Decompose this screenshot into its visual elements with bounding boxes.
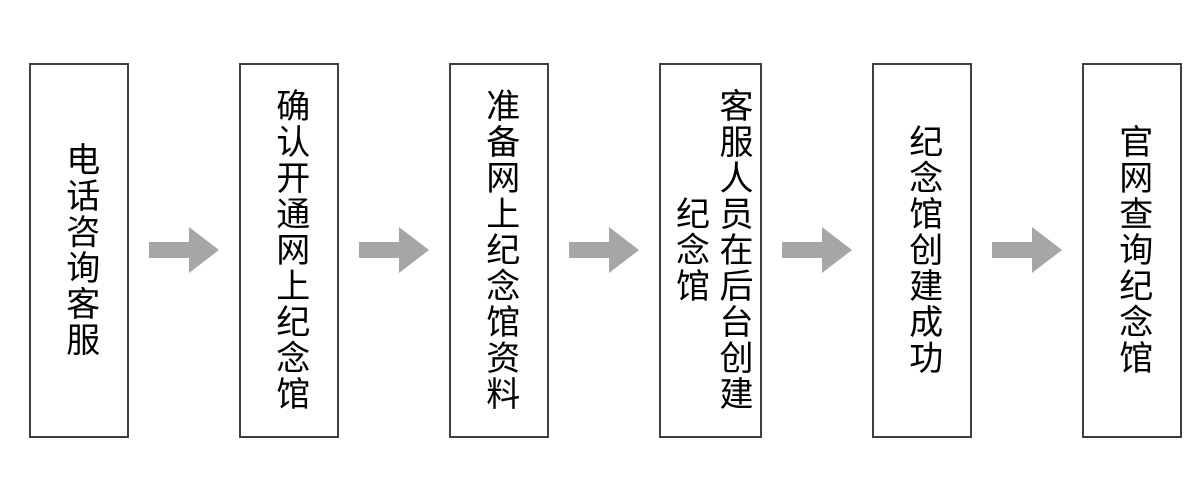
flow-node-label: 纪念馆创建成功 [902, 124, 943, 376]
flow-node-step-1[interactable]: 电话咨询客服 [29, 62, 129, 438]
flow-node-label: 官网查询纪念馆 [1112, 124, 1153, 376]
right-arrow-icon [782, 227, 852, 273]
right-arrow-icon [149, 227, 219, 273]
flow-node-step-2[interactable]: 确认开通网上纪念馆 [239, 62, 339, 438]
flow-node-label: 客服人员在后台创建纪念馆 [669, 88, 754, 412]
flow-node-step-3[interactable]: 准备网上纪念馆资料 [449, 62, 549, 438]
flow-node-step-4[interactable]: 客服人员在后台创建纪念馆 [659, 62, 762, 438]
right-arrow-icon [569, 227, 639, 273]
flow-node-step-5[interactable]: 纪念馆创建成功 [872, 62, 972, 438]
flow-node-step-6[interactable]: 官网查询纪念馆 [1082, 62, 1182, 438]
flow-node-label: 准备网上纪念馆资料 [479, 88, 520, 412]
right-arrow-icon [359, 227, 429, 273]
right-arrow-icon [992, 227, 1062, 273]
flow-node-label: 确认开通网上纪念馆 [269, 88, 310, 412]
flow-node-label: 电话咨询客服 [59, 142, 100, 358]
